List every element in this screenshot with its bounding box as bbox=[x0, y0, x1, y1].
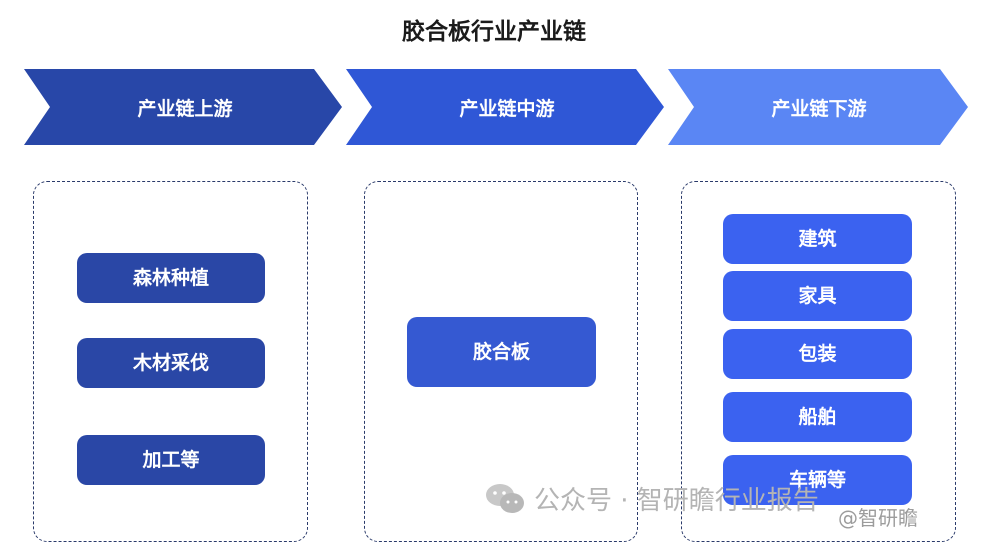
wechat-icon bbox=[486, 483, 524, 513]
panel-upstream bbox=[33, 181, 308, 542]
item-packaging: 包装 bbox=[723, 329, 912, 379]
stage-arrow-midstream bbox=[346, 69, 664, 145]
stage-arrow-upstream bbox=[24, 69, 342, 145]
item-construction: 建筑 bbox=[723, 214, 912, 264]
diagram-title: 胶合板行业产业链 bbox=[402, 19, 586, 45]
stage-label-downstream: 产业链下游 bbox=[771, 98, 867, 120]
item-processing: 加工等 bbox=[77, 435, 265, 485]
stage-arrow-downstream bbox=[668, 69, 968, 145]
stage-arrows bbox=[24, 69, 968, 145]
watermark-handle: @智研瞻 bbox=[838, 506, 918, 530]
item-vehicles: 车辆等 bbox=[723, 455, 912, 505]
panel-downstream bbox=[681, 181, 956, 542]
stage-label-upstream: 产业链上游 bbox=[137, 98, 233, 120]
item-plywood: 胶合板 bbox=[407, 317, 596, 387]
watermark-text: 公众号 · 智研瞻行业报告 bbox=[534, 486, 819, 516]
item-forest-planting: 森林种植 bbox=[77, 253, 265, 303]
item-furniture: 家具 bbox=[723, 271, 912, 321]
panel-midstream bbox=[364, 181, 638, 542]
item-timber-logging: 木材采伐 bbox=[77, 338, 265, 388]
stage-label-midstream: 产业链中游 bbox=[459, 98, 555, 120]
item-ships: 船舶 bbox=[723, 392, 912, 442]
watermark: 公众号 · 智研瞻行业报告 bbox=[484, 480, 819, 517]
